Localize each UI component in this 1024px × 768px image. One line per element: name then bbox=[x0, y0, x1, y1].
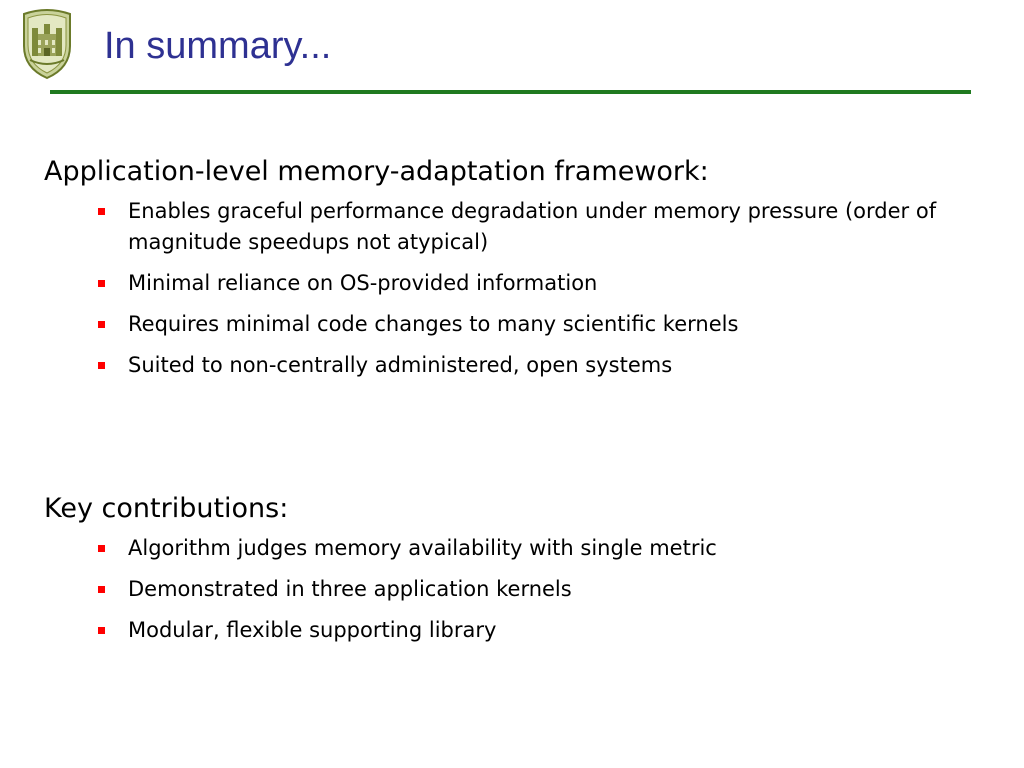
title-divider bbox=[50, 90, 971, 94]
bullet-item: Minimal reliance on OS-provided informat… bbox=[44, 268, 988, 299]
bullet-text: Modular, flexible supporting library bbox=[128, 618, 497, 642]
bullet-item: Demonstrated in three application kernel… bbox=[44, 574, 988, 605]
bullet-list: Algorithm judges memory availability wit… bbox=[44, 533, 1004, 646]
square-bullet-icon bbox=[98, 280, 105, 287]
bullet-item: Suited to non-centrally administered, op… bbox=[44, 350, 988, 381]
bullet-text: Demonstrated in three application kernel… bbox=[128, 577, 572, 601]
section-heading: Application-level memory-adaptation fram… bbox=[44, 156, 709, 187]
bullet-text: Requires minimal code changes to many sc… bbox=[128, 312, 739, 336]
bullet-item: Requires minimal code changes to many sc… bbox=[44, 309, 988, 340]
square-bullet-icon bbox=[98, 586, 105, 593]
bullet-text: Algorithm judges memory availability wit… bbox=[128, 536, 717, 560]
crest-logo-icon bbox=[18, 8, 76, 80]
bullet-text: Suited to non-centrally administered, op… bbox=[128, 353, 673, 377]
square-bullet-icon bbox=[98, 627, 105, 634]
slide-title: In summary... bbox=[104, 25, 332, 67]
square-bullet-icon bbox=[98, 321, 105, 328]
bullet-item: Enables graceful performance degradation… bbox=[44, 196, 988, 258]
square-bullet-icon bbox=[98, 362, 105, 369]
square-bullet-icon bbox=[98, 545, 105, 552]
section-contributions: Key contributions: Algorithm judges memo… bbox=[44, 491, 1004, 656]
section-heading: Key contributions: bbox=[44, 493, 289, 524]
section-framework: Application-level memory-adaptation fram… bbox=[44, 154, 1004, 391]
square-bullet-icon bbox=[98, 208, 105, 215]
bullet-item: Algorithm judges memory availability wit… bbox=[44, 533, 988, 564]
bullet-text: Minimal reliance on OS-provided informat… bbox=[128, 271, 598, 295]
bullet-text: Enables graceful performance degradation… bbox=[128, 199, 937, 254]
bullet-list: Enables graceful performance degradation… bbox=[44, 196, 1004, 381]
bullet-item: Modular, flexible supporting library bbox=[44, 615, 988, 646]
